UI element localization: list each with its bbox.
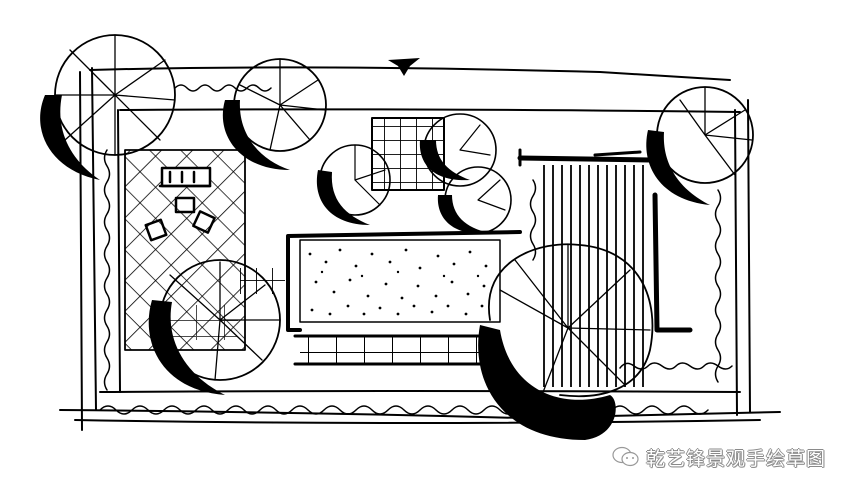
tree-bottom-right (478, 243, 654, 440)
tree-top-left (40, 34, 176, 180)
stepping-platform-left (170, 268, 285, 340)
chair-icon (192, 210, 216, 234)
wechat-icon (612, 446, 639, 467)
tree-center-small-1 (316, 144, 391, 225)
tree-bottom-left (148, 259, 281, 395)
bench-icon (158, 166, 212, 188)
striped-deck-right (517, 148, 693, 387)
timber-deck-bottom (293, 334, 492, 366)
site-boundary (59, 66, 781, 431)
table-icon (174, 196, 196, 214)
watermark: 乾艺锋景观手绘草图 (612, 444, 826, 470)
tree-top-right (646, 86, 754, 205)
watermark-text: 乾艺锋景观手绘草图 (646, 447, 827, 470)
north-arrow-icon (388, 58, 420, 76)
gravel-lawn (286, 230, 522, 332)
chair-icon (144, 218, 168, 242)
tree-center-small-3 (437, 166, 512, 234)
tree-top-center-left (222, 58, 327, 170)
tree-center-small-2 (419, 113, 497, 187)
